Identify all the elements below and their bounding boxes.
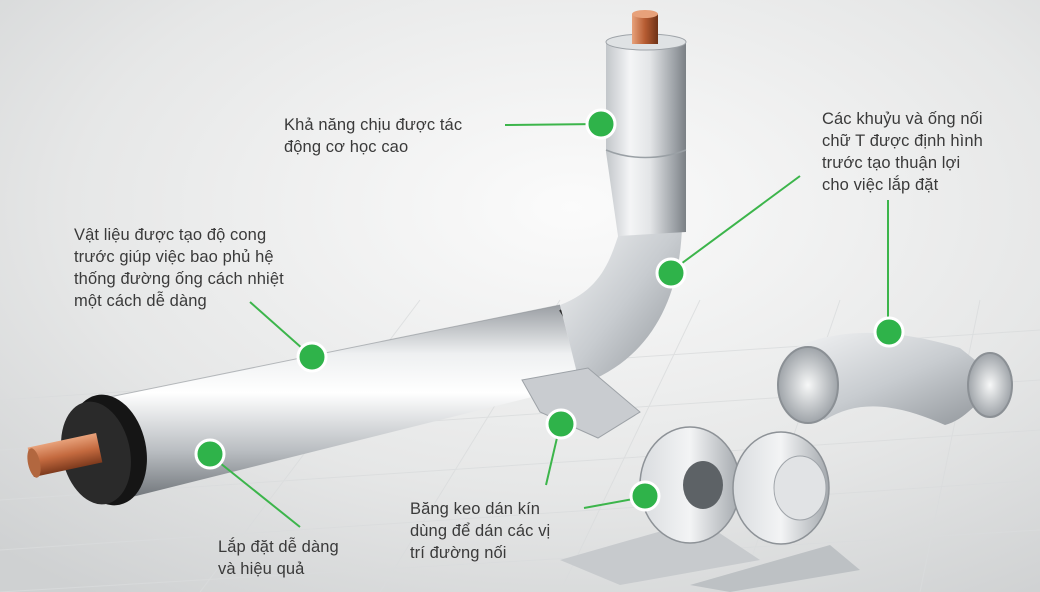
callout-tape: Băng keo dán kín dùng để dán các vị trí …	[410, 500, 551, 562]
pipe-end	[27, 394, 147, 506]
marker-preformed	[296, 341, 328, 373]
marker-impact	[585, 108, 617, 140]
callout-impact: Khả năng chịu được tác động cơ học cao	[284, 116, 463, 156]
vertical-pipe	[605, 10, 687, 236]
pipe-elbow	[560, 226, 682, 385]
marker-tape	[629, 480, 661, 512]
callout-markers	[194, 108, 905, 512]
elbow-fitting	[777, 332, 1013, 425]
marker-elbow	[873, 316, 905, 348]
marker-install	[194, 438, 226, 470]
callout-install: Lắp đặt dễ dàng và hiệu quả	[218, 538, 339, 578]
pipe-support-tape	[521, 367, 641, 439]
marker-support	[545, 408, 577, 440]
callout-preformed: Vật liệu được tạo độ cong trước giúp việ…	[74, 226, 284, 310]
tape-rolls	[560, 426, 860, 592]
marker-fittings	[655, 257, 687, 289]
copper-tube-top	[632, 14, 658, 44]
copper-tube-end	[27, 433, 103, 477]
callout-fittings: Các khuỷu và ống nối chữ T được định hìn…	[822, 110, 983, 194]
